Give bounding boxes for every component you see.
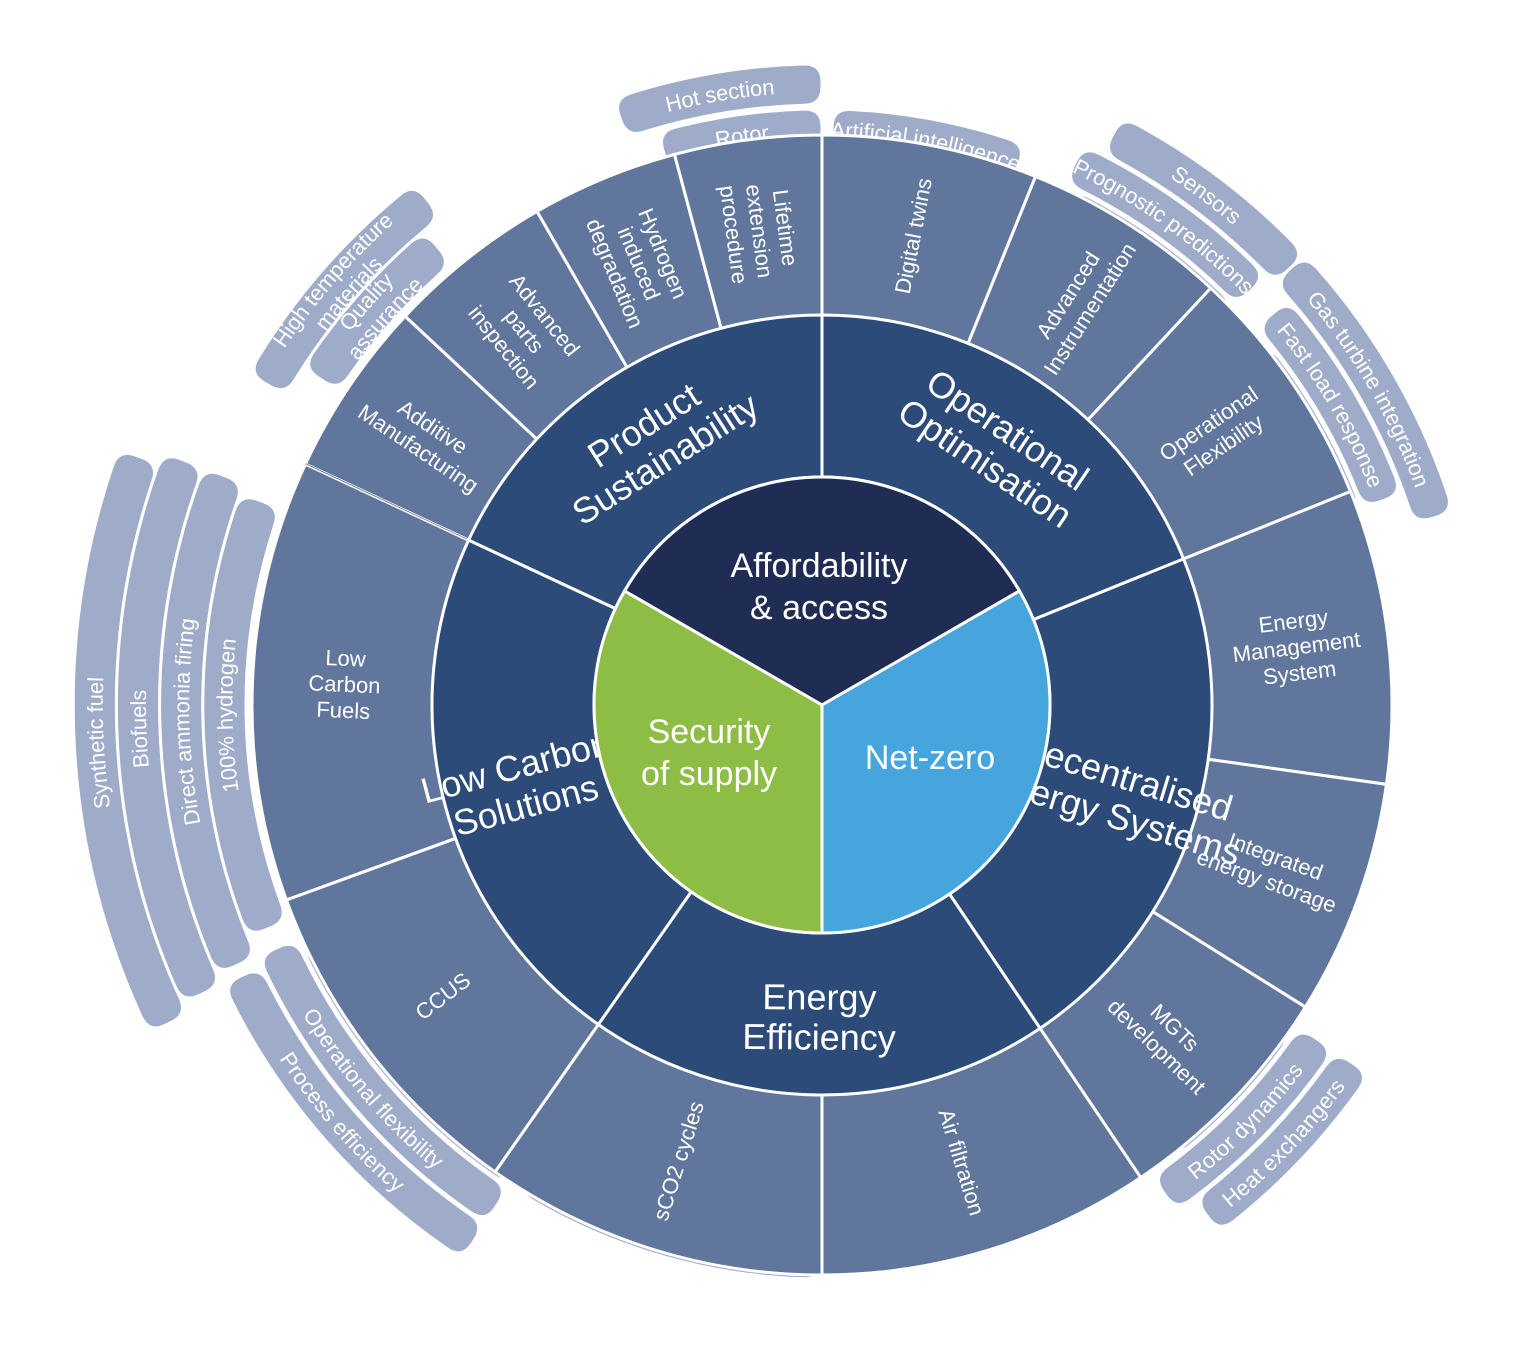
tag-100-hydrogen: 100% hydrogen (201, 496, 285, 934)
theme-low-carbon-solutions: Low CarbonSolutions (416, 538, 694, 1027)
tag-hot-section-top-shape (616, 62, 824, 135)
tag-sensors-shape (1107, 120, 1301, 278)
core-security (592, 588, 824, 935)
tag-operational-flexibility-tag-shape (261, 942, 504, 1219)
tag-biofuels-label: Biofuels (125, 690, 153, 769)
core-affordability-label: Affordability& access (730, 547, 907, 627)
tag-process-efficiency-shape (227, 970, 481, 1255)
subtopic-digital-twins: Digital twins (820, 133, 1038, 350)
tag-heat-exchangers-shape (1199, 1055, 1365, 1228)
subtopic-hydrogen-induced-degradation: Hydrogeninduceddegradation (534, 152, 725, 374)
subtopic-advanced-instrumentation: AdvancedInstrumentation (964, 174, 1213, 426)
core-security-segment (592, 588, 824, 935)
subtopic-advanced-parts-inspection: Advancedpartsinspection (403, 209, 632, 445)
tag-direct-ammonia-firing-shape (158, 470, 253, 971)
tag-100-hydrogen-shape (201, 496, 285, 934)
tag-prognostic-predictions-shape (1069, 149, 1262, 301)
subtopic-lifetime-extension-procedure-label: Lifetimeextensionprocedure (715, 177, 804, 285)
tag-rotor-dynamics-shape (1156, 1031, 1330, 1206)
subtopic-additive-manufacturing: AdditiveManufacturing (303, 314, 543, 545)
tag-fast-load-response-shape (1261, 304, 1399, 505)
tag-high-temperature-materials-shape (252, 187, 437, 392)
tag-direct-ammonia-firing: Direct ammonia firing (158, 470, 253, 971)
subtopic-low-carbon-fuels-label: LowCarbonFuels (307, 644, 382, 724)
core-netzero-segment (820, 588, 1052, 935)
core-netzero-label: Net-zero (865, 739, 995, 777)
tag-hot-section-top: Hot section (616, 62, 824, 135)
core-netzero (820, 588, 1052, 935)
theme-product-sustainability: ProductSustainability (466, 313, 824, 611)
subtopic-operational-flexibility: OperationalFlexibility (1082, 286, 1353, 563)
tag-synthetic-fuel: Synthetic fuel (71, 451, 185, 1030)
tag-gas-turbine-integration-shape (1279, 259, 1451, 522)
theme-decentralised-energy-systems: DecentralisedEnergy Systems (947, 556, 1246, 1031)
tag-quality-assurance-shape (307, 235, 447, 387)
